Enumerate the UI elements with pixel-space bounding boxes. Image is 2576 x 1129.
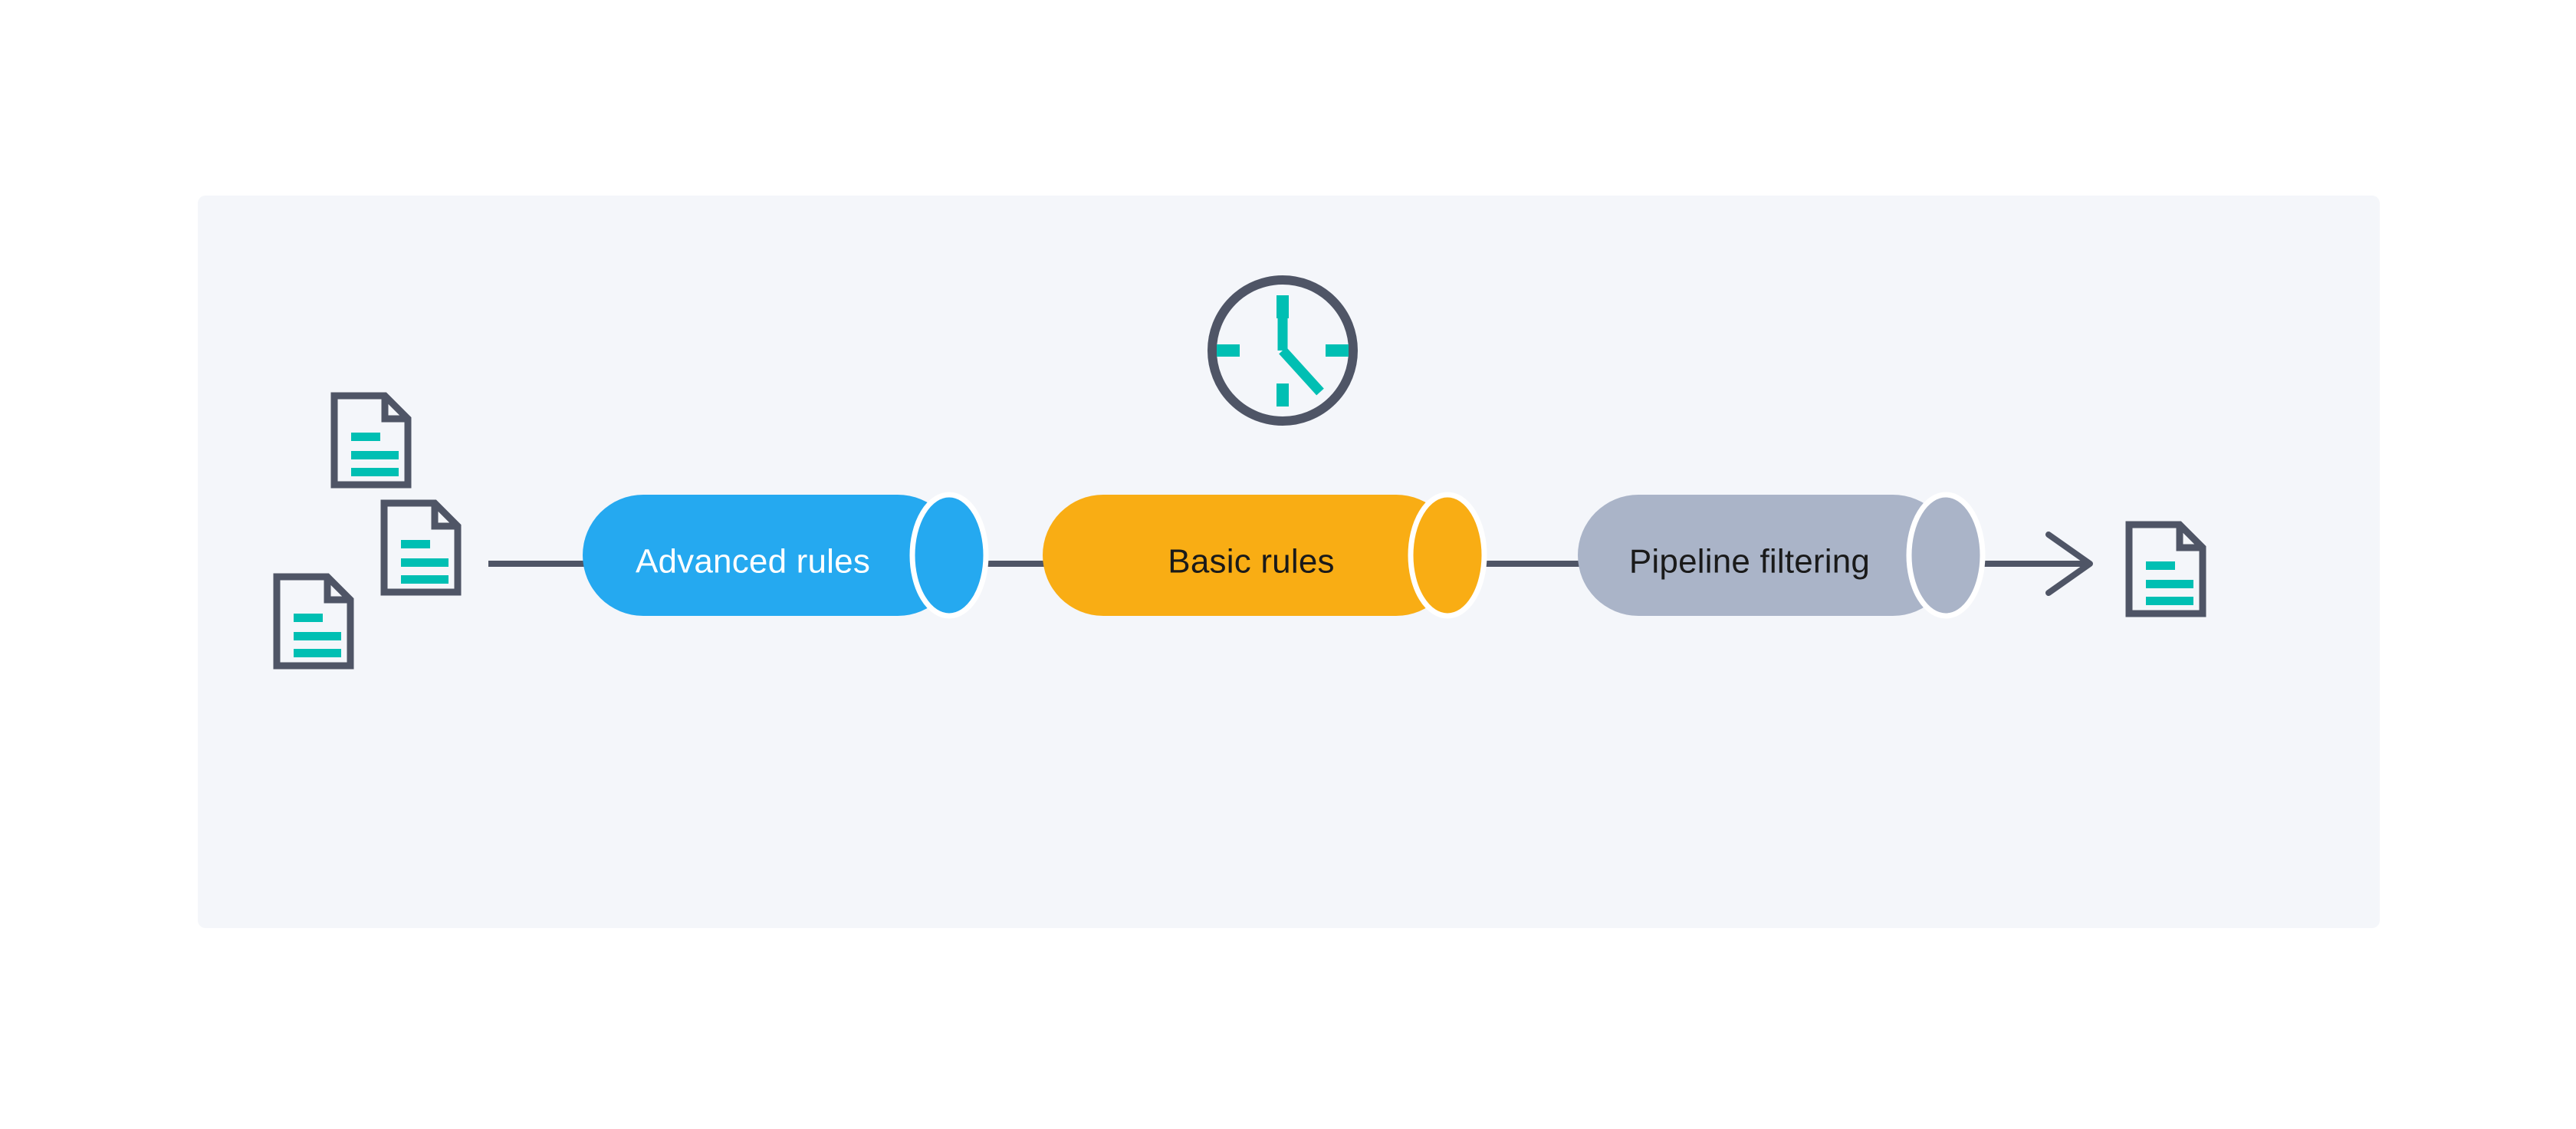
stage-advanced-rules-label: Advanced rules — [636, 543, 870, 581]
stage-basic-rules[interactable]: Basic rules — [1043, 492, 1487, 619]
stage-basic-rules-label: Basic rules — [1168, 543, 1334, 581]
stage-pipeline-filtering-body[interactable] — [1578, 495, 1953, 616]
stage-advanced-rules-cap — [909, 492, 989, 619]
stage-pipeline-filtering-label: Pipeline filtering — [1629, 543, 1870, 581]
arrowhead-icon — [2045, 532, 2093, 596]
input-document-2 — [384, 503, 458, 592]
stage-pipeline-filtering[interactable]: Pipeline filtering — [1578, 492, 1986, 619]
input-document-3 — [277, 577, 350, 666]
stage-advanced-rules[interactable]: Advanced rules — [583, 492, 989, 619]
output-document — [2129, 525, 2203, 614]
clock-tick-3 — [1326, 344, 1349, 357]
stage-basic-rules-cap — [1408, 492, 1487, 619]
input-document-1 — [334, 396, 408, 485]
stage-pipeline-filtering-cap — [1906, 492, 1986, 619]
clock-tick-6 — [1276, 383, 1289, 407]
clock-icon — [1208, 275, 1358, 426]
stage-advanced-rules-body[interactable] — [583, 495, 958, 616]
clock-ring — [1208, 275, 1358, 426]
stage-basic-rules-body[interactable] — [1043, 495, 1457, 616]
clock-minute-hand — [1279, 347, 1324, 396]
connector-group — [488, 532, 2093, 596]
clock-tick-9 — [1217, 344, 1240, 357]
